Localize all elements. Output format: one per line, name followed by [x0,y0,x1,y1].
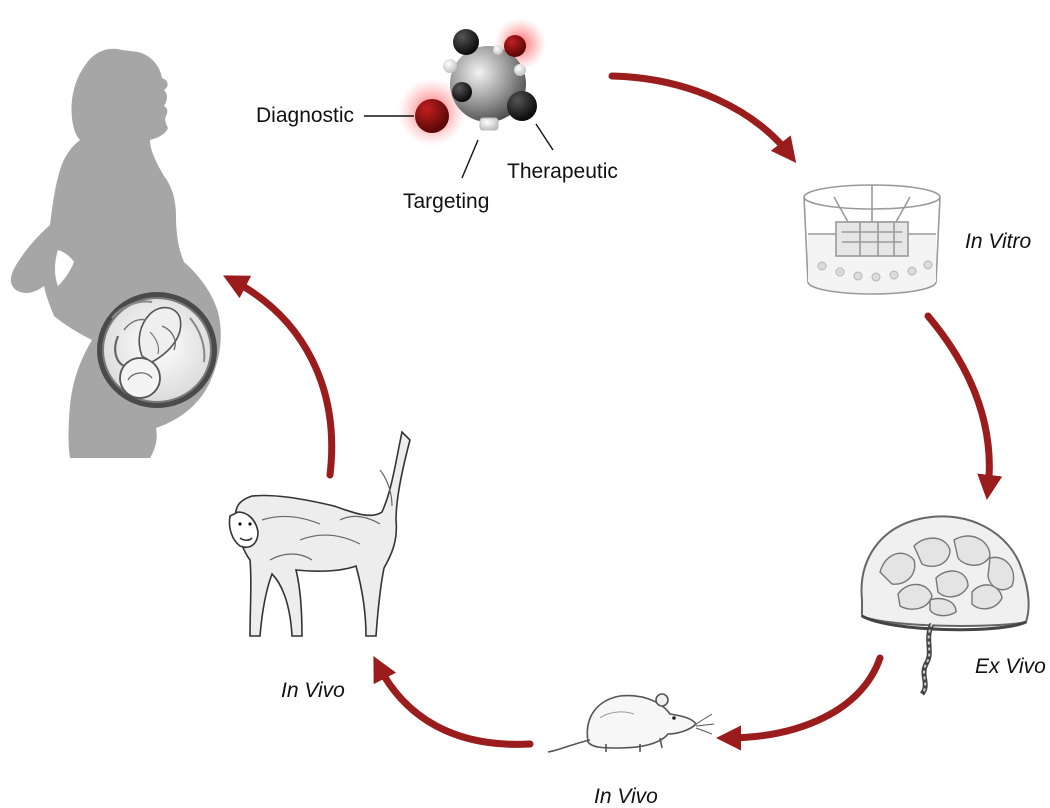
fetus-in-womb-illustration [97,292,217,408]
arrow-exvivo-to-rodent [715,654,884,751]
rodent-illustration [547,693,715,753]
in-vivo-rodent-label: In Vivo [594,785,658,808]
multifunctional-nanoparticle [364,18,554,179]
ex-vivo-label: Ex Vivo [975,655,1046,678]
in-vivo-primate-label: In Vivo [281,679,345,702]
targeting-label: Targeting [403,190,490,213]
therapeutic-label: Therapeutic [507,160,618,183]
arrow-nanoparticle-to-invitro [608,72,797,163]
placenta-illustration [860,515,1030,696]
arrow-invitro-to-exvivo [924,312,1003,501]
primate-illustration [228,430,411,637]
diagnostic-label: Diagnostic [256,104,355,127]
in-vitro-label: In Vitro [965,230,1032,253]
transwell-insert-illustration [803,184,941,295]
cycle-arrows [223,72,1003,751]
arrow-primate-to-pregnancy [223,275,336,479]
arrow-rodent-to-primate [373,656,534,748]
